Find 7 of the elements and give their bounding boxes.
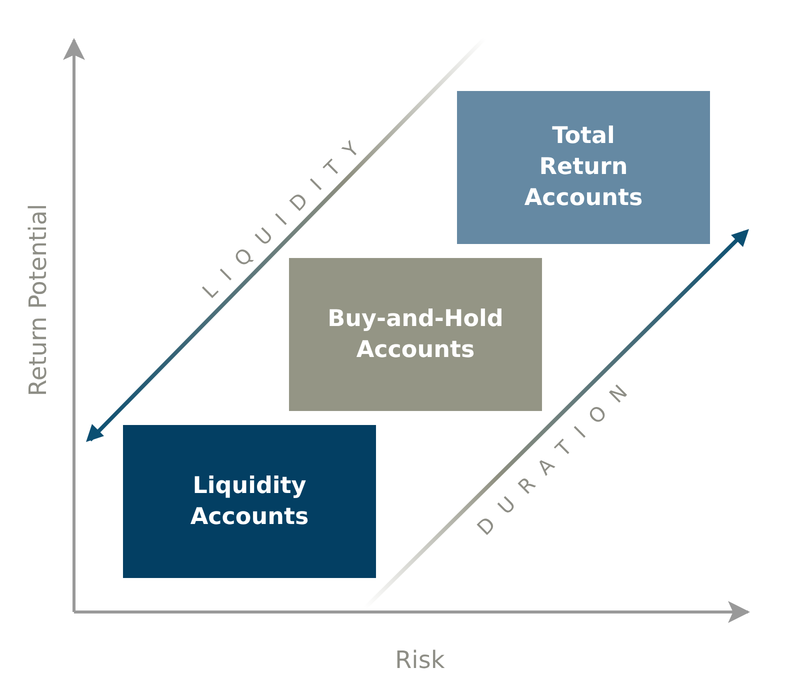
box-label: Buy-and-Hold Accounts	[326, 304, 504, 364]
box-label: Total Return Accounts	[524, 122, 644, 213]
category-box	[457, 91, 710, 244]
axis-label: Return Potential	[24, 204, 52, 396]
axis-label: Risk	[395, 646, 445, 674]
box-label: Liquidity Accounts	[189, 472, 310, 532]
category-box	[123, 425, 376, 578]
